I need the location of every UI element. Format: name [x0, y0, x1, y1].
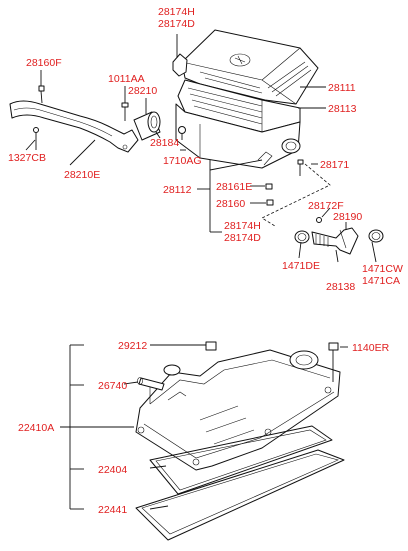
label-28113: 28113: [328, 103, 357, 115]
air-cleaner-body: [175, 103, 301, 169]
label-1471cw: 1471CW: [362, 263, 403, 275]
label-1011aa: 1011AA: [108, 73, 145, 85]
plug-29212: [205, 341, 217, 351]
label-1471de: 1471DE: [282, 260, 320, 272]
label-22404: 22404: [98, 464, 127, 476]
bolt-28160f: [38, 70, 45, 104]
label-28210: 28210: [128, 85, 157, 97]
label-28210e: 28210E: [64, 169, 100, 181]
label-28111: 28111: [328, 82, 356, 94]
intake-hose: [9, 100, 139, 153]
label-1140er: 1140ER: [352, 342, 390, 354]
label-1471ca: 1471CA: [362, 275, 400, 287]
label-28172f: 28172F: [308, 200, 344, 212]
gasket-22441: [135, 449, 345, 541]
pcv-valve: [137, 377, 165, 391]
hose-connector-28210: [133, 98, 161, 141]
label-29212: 29212: [118, 340, 147, 352]
nut-28161e: [265, 183, 273, 190]
bolt-1140er: [328, 342, 339, 382]
nut-28160: [266, 199, 274, 206]
label-28174h-bottom: 28174H: [224, 220, 261, 232]
label-1327cb: 1327CB: [8, 152, 46, 164]
resonator-hose: [311, 217, 359, 255]
label-28190: 28190: [333, 211, 362, 223]
hose-clamp-right: [368, 229, 384, 243]
label-28160f: 28160F: [26, 57, 62, 69]
label-28184: 28184: [150, 137, 179, 149]
air-cleaner-cover: [181, 29, 319, 105]
label-1710ag: 1710AG: [163, 155, 202, 167]
label-28174h-top: 28174H: [158, 6, 195, 18]
label-28174d-bottom: 28174D: [224, 232, 261, 244]
gasket-22404: [149, 425, 333, 495]
hose-clamp-left: [294, 230, 310, 244]
label-28161e: 28161E: [216, 181, 252, 193]
label-28171: 28171: [320, 159, 349, 171]
label-22441: 22441: [98, 504, 127, 516]
label-28138: 28138: [326, 281, 355, 293]
rocker-cover: [135, 349, 341, 471]
label-26740: 26740: [98, 380, 127, 392]
label-28174d-top: 28174D: [158, 18, 195, 30]
label-22410a: 22410A: [18, 422, 54, 434]
label-28112: 28112: [163, 184, 192, 196]
clip-top: [172, 34, 188, 77]
grommet-28184: [178, 126, 186, 140]
label-28160: 28160: [216, 198, 245, 210]
bolt-28171: [297, 159, 304, 176]
bolt-1011aa: [121, 86, 129, 121]
